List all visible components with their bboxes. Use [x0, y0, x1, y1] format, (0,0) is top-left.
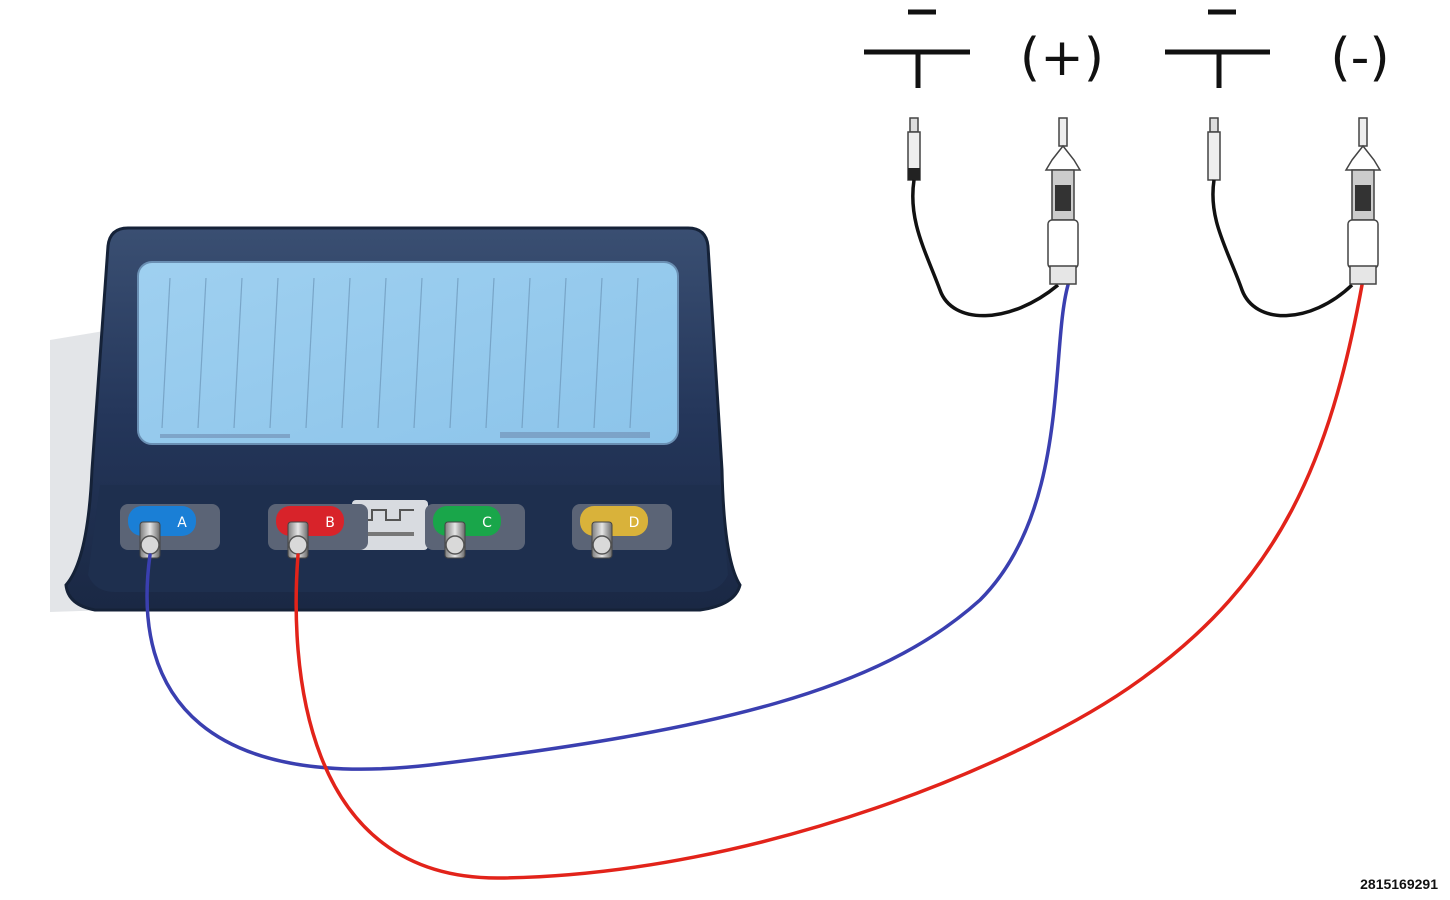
screen-grid-line: [593, 277, 603, 429]
probe-tip-positive: [1044, 117, 1082, 285]
channel-letter: C: [482, 515, 492, 531]
probe-pair-negative: [1207, 117, 1382, 318]
screen-brand-text: [500, 432, 650, 438]
screen-grid-line: [413, 277, 423, 429]
screen-grid-line: [557, 277, 567, 429]
positive-label: (+): [1020, 28, 1104, 88]
bnc-ring: [288, 535, 308, 555]
channel-letter: B: [325, 515, 335, 531]
ground-lead-right: [1211, 179, 1354, 318]
screen-grid: [161, 277, 639, 429]
screen-grid-line: [449, 277, 459, 429]
label-panel-text: [364, 532, 414, 536]
probe-tip-negative: [1344, 117, 1382, 285]
ground-symbol-left: [864, 9, 970, 88]
screen-grid-line: [485, 277, 495, 429]
screen-grid-line: [341, 277, 351, 429]
screen-grid-line: [161, 277, 171, 429]
oscilloscope-device: A B C D: [64, 226, 742, 612]
channel-letter: A: [177, 515, 187, 531]
red-test-lead: [294, 283, 1364, 880]
screen-grid-line: [629, 277, 639, 429]
channel-connector-d: D: [572, 504, 672, 559]
probe-pair-positive: [907, 117, 1082, 318]
bnc-ring: [140, 535, 160, 555]
ground-clip-left: [907, 117, 921, 181]
screen-grid-line: [197, 277, 207, 429]
channel-letter: D: [629, 515, 640, 531]
screen-footer-text: [160, 434, 290, 438]
screen-grid-line: [305, 277, 315, 429]
channel-connector-c: C: [425, 504, 525, 559]
ground-clip-right: [1207, 117, 1221, 181]
channel-connectors: A B C D: [120, 504, 672, 559]
screen-grid-line: [233, 277, 243, 429]
negative-label: (-): [1330, 28, 1389, 88]
screen-grid-line: [377, 277, 387, 429]
reference-number: 2815169291: [1360, 876, 1438, 892]
bnc-ring: [445, 535, 465, 555]
screen-grid-line: [269, 277, 279, 429]
blue-test-lead: [145, 283, 1070, 771]
bnc-ring: [592, 535, 612, 555]
ground-symbol-right: [1165, 9, 1270, 88]
channel-connector-a: A: [120, 504, 220, 559]
device-screen: [137, 261, 679, 445]
channel-connector-b: B: [268, 504, 368, 559]
ground-lead-left: [911, 179, 1060, 318]
screen-grid-line: [521, 277, 531, 429]
waveform-icon: [362, 509, 414, 521]
